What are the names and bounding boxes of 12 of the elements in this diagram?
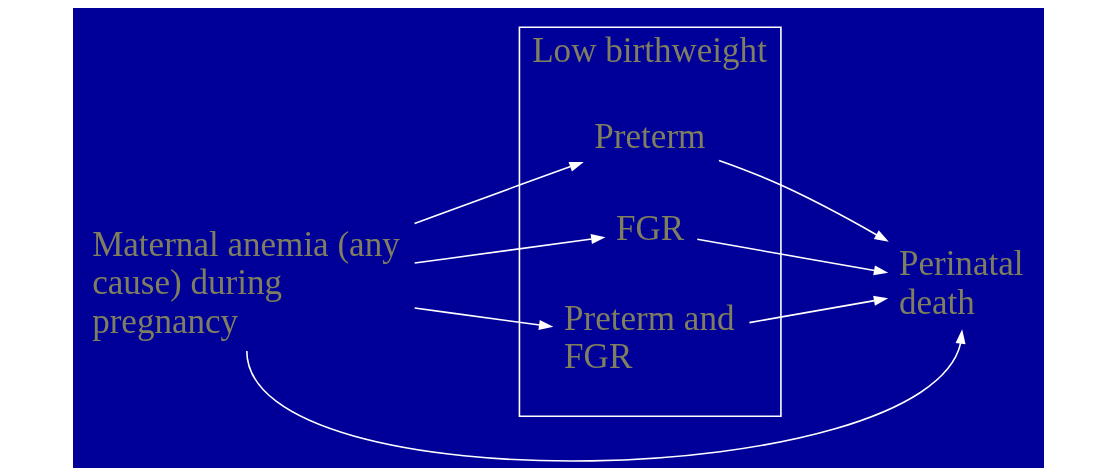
node-text: Preterm [594,116,706,156]
arrow [696,238,889,276]
arrow [413,234,606,264]
arrow [413,161,584,225]
node-text: FGR [615,209,685,249]
arrow [718,159,889,242]
arrow [748,295,889,324]
arrow [246,329,966,462]
node-text: Preterm and FGR [564,298,735,376]
node-text: Perinatal death [898,244,1024,322]
node-text: Maternal anemia (any cause) during pregnancy [92,225,400,341]
arrow [413,307,554,330]
